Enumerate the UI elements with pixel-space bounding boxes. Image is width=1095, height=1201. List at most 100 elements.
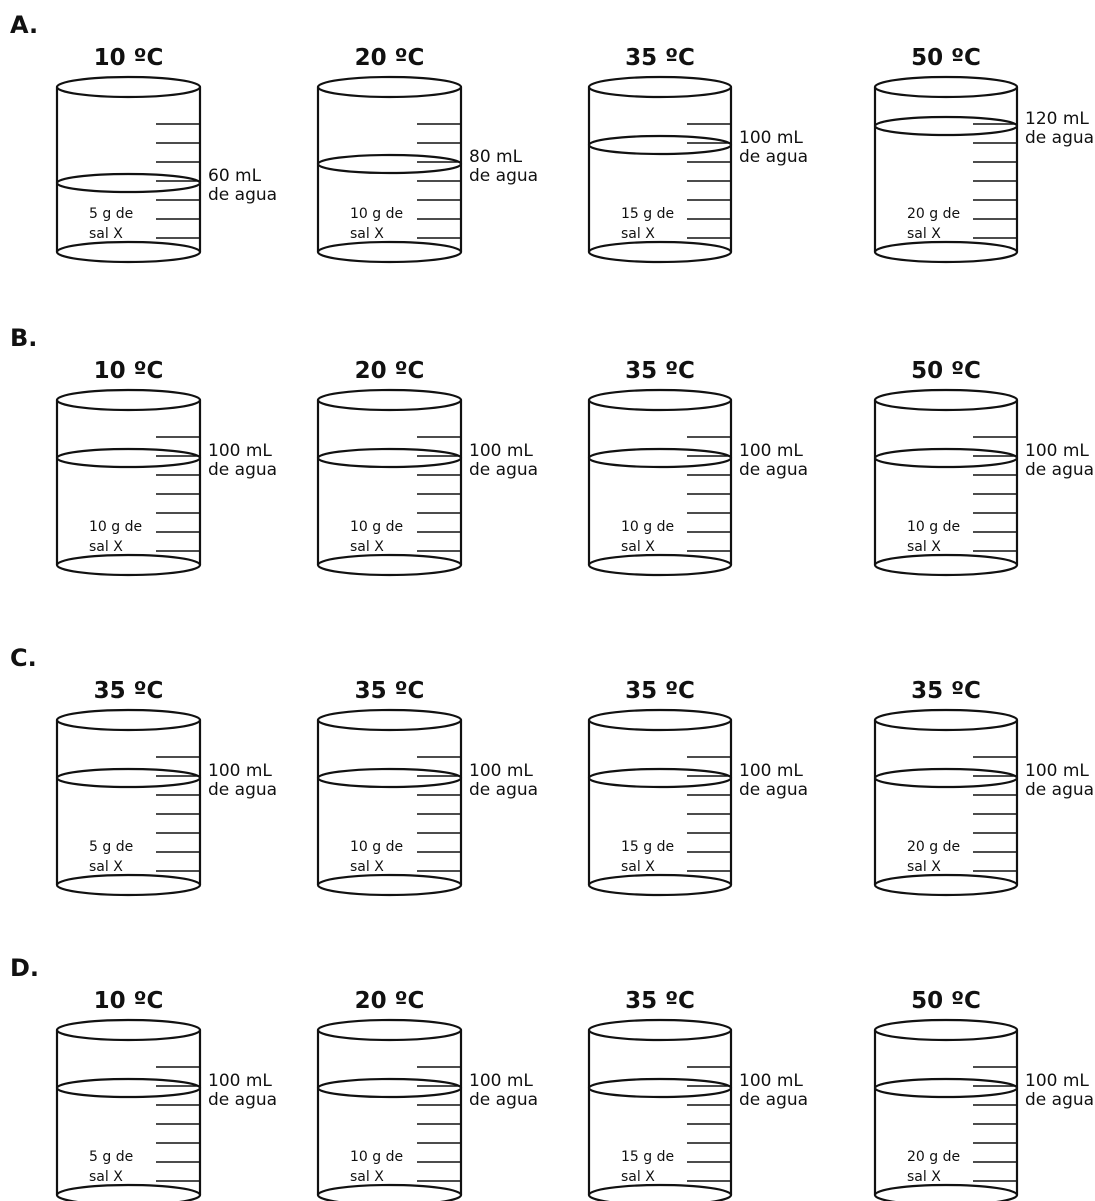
temperature-label: 10 ºC	[94, 45, 164, 71]
option-label: A.	[10, 11, 38, 39]
salt-name-label: sal X	[621, 539, 655, 555]
beaker-base	[55, 873, 202, 897]
water-surface	[873, 447, 1019, 469]
beaker-base	[316, 1183, 463, 1201]
water-volume-label: 100 mL	[469, 761, 533, 781]
water-surface	[316, 1077, 463, 1099]
beaker-base	[587, 553, 733, 577]
salt-name-label: sal X	[89, 1169, 123, 1185]
water-volume-label: 100 mL	[739, 441, 803, 461]
salt-amount-label: 10 g de	[350, 1149, 403, 1165]
salt-amount-label: 10 g de	[350, 839, 403, 855]
salt-amount-label: 10 g de	[907, 519, 960, 535]
temperature-label: 10 ºC	[94, 358, 164, 384]
water-surface	[316, 767, 463, 789]
option-label: B.	[10, 324, 37, 352]
beaker-rim	[316, 75, 463, 99]
temperature-label: 20 ºC	[355, 45, 425, 71]
beaker-rim	[55, 708, 202, 732]
water-label: de agua	[208, 1090, 277, 1110]
beaker-base	[587, 1183, 733, 1201]
salt-amount-label: 20 g de	[907, 839, 960, 855]
beaker-rim	[873, 388, 1019, 412]
beaker-base	[873, 1183, 1019, 1201]
salt-name-label: sal X	[350, 1169, 384, 1185]
water-volume-label: 100 mL	[208, 441, 272, 461]
beaker-base	[316, 873, 463, 897]
salt-name-label: sal X	[350, 539, 384, 555]
salt-name-label: sal X	[907, 226, 941, 242]
beaker-base	[873, 553, 1019, 577]
temperature-label: 35 ºC	[625, 45, 695, 71]
temperature-label: 35 ºC	[625, 988, 695, 1014]
water-volume-label: 100 mL	[469, 1071, 533, 1091]
water-surface	[873, 767, 1019, 789]
beaker-rim	[316, 1018, 463, 1042]
water-volume-label: 100 mL	[208, 1071, 272, 1091]
salt-name-label: sal X	[89, 539, 123, 555]
salt-amount-label: 15 g de	[621, 1149, 674, 1165]
beaker-rim	[873, 1018, 1019, 1042]
option-label: D.	[10, 954, 39, 982]
beaker-rim	[316, 388, 463, 412]
beaker-rim	[873, 75, 1019, 99]
water-label: de agua	[469, 166, 538, 186]
temperature-label: 35 ºC	[625, 678, 695, 704]
temperature-label: 50 ºC	[911, 358, 981, 384]
water-surface	[587, 1077, 733, 1099]
temperature-label: 35 ºC	[94, 678, 164, 704]
beaker-rim	[55, 75, 202, 99]
beaker-base	[316, 240, 463, 264]
beaker-rim	[587, 708, 733, 732]
water-volume-label: 100 mL	[208, 761, 272, 781]
temperature-label: 35 ºC	[355, 678, 425, 704]
temperature-label: 20 ºC	[355, 358, 425, 384]
water-volume-label: 80 mL	[469, 147, 523, 167]
beaker-rim	[55, 388, 202, 412]
salt-name-label: sal X	[350, 226, 384, 242]
water-surface	[55, 172, 202, 194]
salt-amount-label: 10 g de	[350, 206, 403, 222]
salt-amount-label: 10 g de	[89, 519, 142, 535]
water-label: de agua	[739, 1090, 808, 1110]
beaker-rim	[587, 75, 733, 99]
water-surface	[55, 447, 202, 469]
temperature-label: 20 ºC	[355, 988, 425, 1014]
beaker-base	[873, 240, 1019, 264]
water-label: de agua	[739, 147, 808, 167]
water-label: de agua	[1025, 780, 1094, 800]
water-label: de agua	[1025, 460, 1094, 480]
salt-name-label: sal X	[621, 859, 655, 875]
salt-name-label: sal X	[907, 859, 941, 875]
beaker-rim	[587, 388, 733, 412]
salt-name-label: sal X	[350, 859, 384, 875]
water-volume-label: 100 mL	[739, 128, 803, 148]
water-surface	[873, 115, 1019, 137]
salt-name-label: sal X	[621, 1169, 655, 1185]
salt-name-label: sal X	[89, 226, 123, 242]
water-surface	[873, 1077, 1019, 1099]
salt-amount-label: 5 g de	[89, 1149, 133, 1165]
salt-amount-label: 5 g de	[89, 839, 133, 855]
beaker-base	[55, 553, 202, 577]
water-label: de agua	[469, 460, 538, 480]
temperature-label: 50 ºC	[911, 988, 981, 1014]
salt-name-label: sal X	[907, 1169, 941, 1185]
beaker-base	[55, 1183, 202, 1201]
temperature-label: 10 ºC	[94, 988, 164, 1014]
